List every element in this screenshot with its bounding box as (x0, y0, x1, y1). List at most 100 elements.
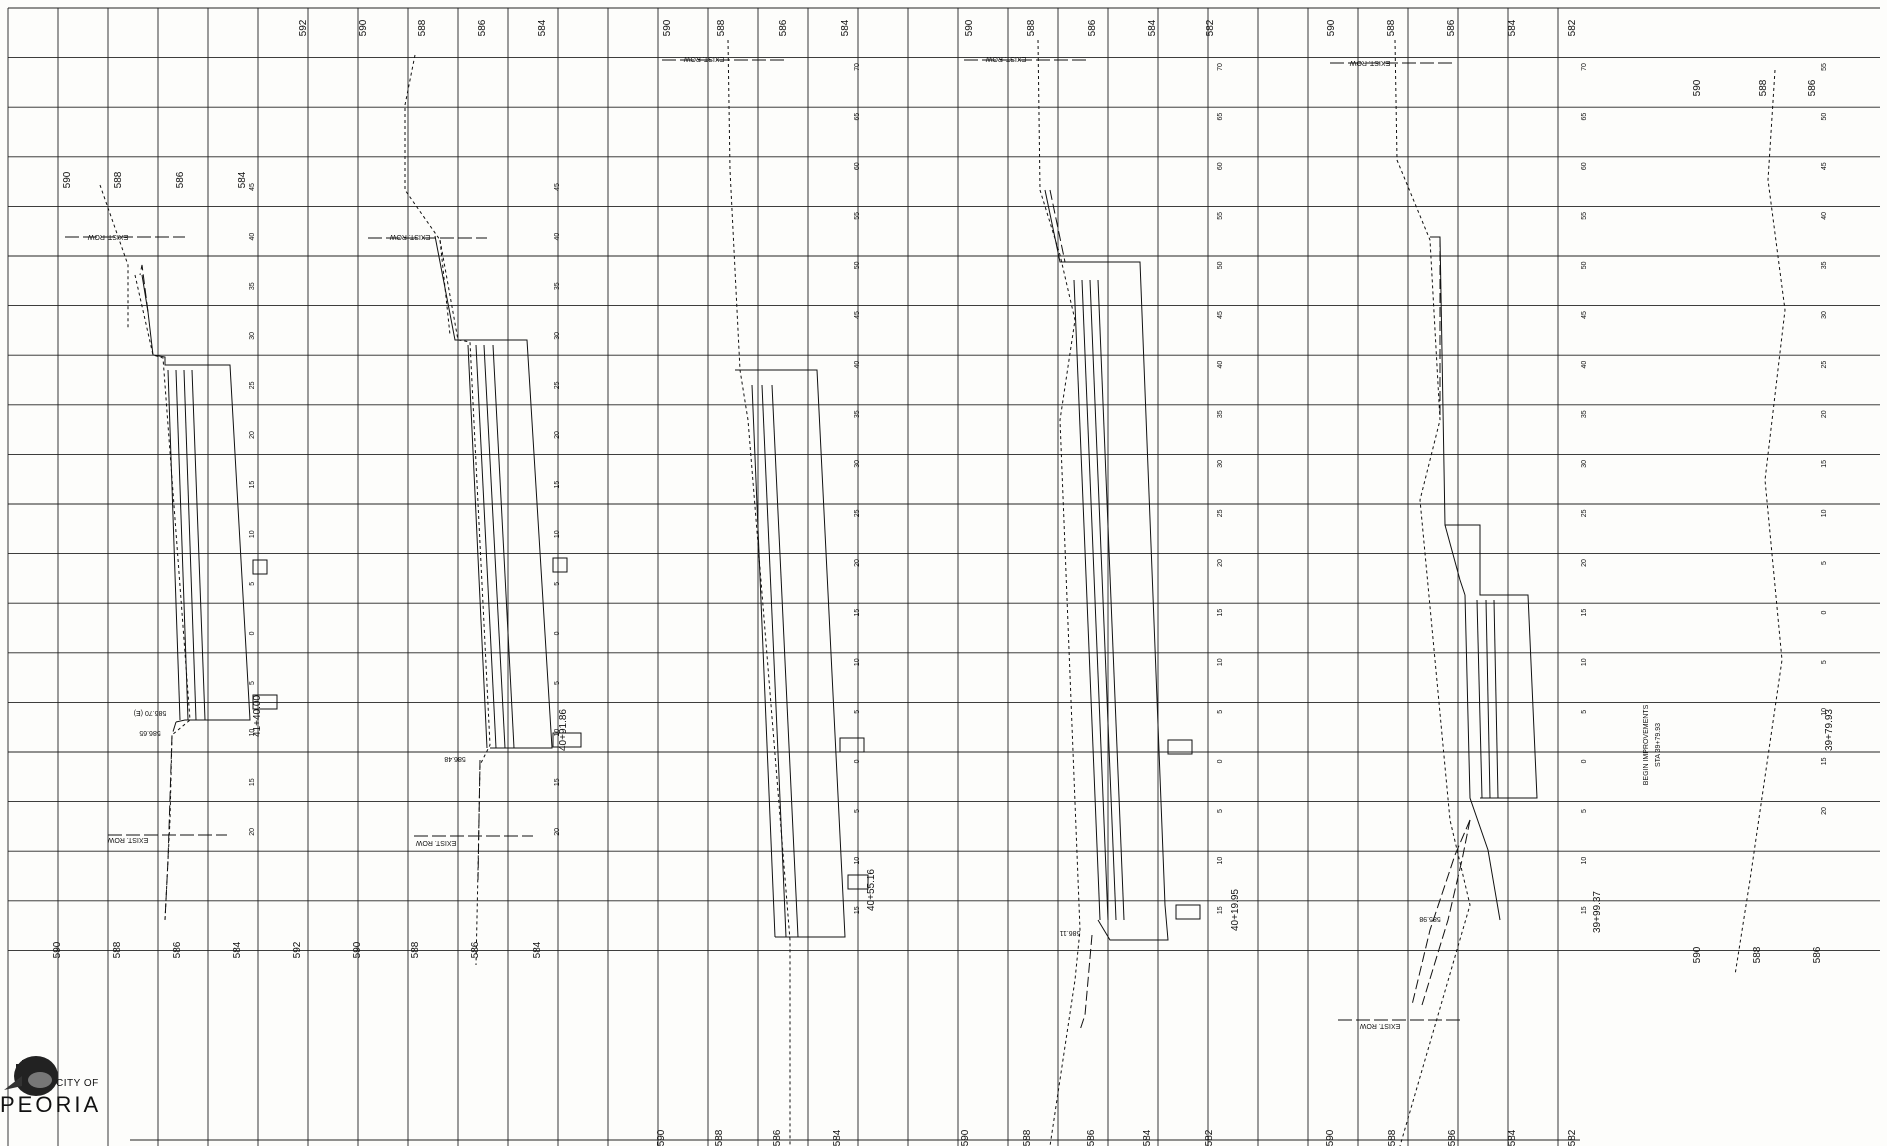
pavement-layer-line (183, 369, 197, 721)
offset-label: 15 (854, 609, 861, 617)
station-label: 40+19.95 (1230, 889, 1241, 931)
offset-label: 50 (1821, 113, 1828, 121)
peoria-seal-icon (4, 1056, 58, 1096)
pavement-layer-line (771, 384, 799, 938)
offset-label: 15 (249, 778, 256, 786)
offset-label: 30 (854, 460, 861, 468)
offset-label: 0 (1581, 759, 1588, 763)
proposed-grade-line (139, 264, 149, 313)
existing-ground-line (1037, 39, 1081, 1146)
offset-label: 20 (1821, 410, 1828, 418)
pavement-layer-line (167, 369, 181, 721)
top-elevation-label: 590 (964, 19, 975, 36)
existing-ground-line (1394, 39, 1471, 1146)
top-elevation-label: 588 (1386, 19, 1397, 36)
top-elevation-label: 588 (417, 19, 428, 36)
top-elevation-label: 586 (477, 19, 488, 36)
proposed-section-outline (1464, 594, 1501, 921)
offset-label: 20 (1217, 559, 1224, 567)
offset-label: 15 (1821, 757, 1828, 765)
proposed-grade-line (1079, 934, 1093, 1031)
row-label: BEGIN IMPROVEMENTS (1643, 704, 1650, 785)
bottom-elevation-label: 584 (832, 1129, 843, 1146)
section-geometry (99, 39, 1786, 1146)
spot-elevation-label: 586.70 (E) (134, 709, 167, 716)
offset-label: 0 (1217, 759, 1224, 763)
bottom-elevation-label: 590 (960, 1129, 971, 1146)
proposed-section-outline (735, 369, 846, 938)
bottom-elevation-label: 588 (1387, 1129, 1398, 1146)
bottom-elevation-label: 590 (1692, 946, 1703, 963)
offset-label: 5 (854, 710, 861, 714)
offset-label: 40 (249, 233, 256, 241)
offset-label: 45 (854, 311, 861, 319)
bottom-elevation-label: 590 (352, 941, 363, 958)
bottom-elevation-label: 586 (1447, 1129, 1458, 1146)
bottom-elevation-label: 588 (112, 941, 123, 958)
station-label: 41+40.00 (252, 695, 263, 737)
offset-label: 70 (854, 63, 861, 71)
proposed-grade-line (1421, 819, 1471, 1006)
offset-label: 10 (249, 729, 256, 737)
offset-label: 35 (854, 410, 861, 418)
bottom-elevation-label: 586 (172, 941, 183, 958)
station-label: 39+99.37 (1592, 891, 1603, 933)
panels: 590 588 586 584 590 588 586 584 45 40 35 30 25 20 15 10… (52, 19, 1835, 1146)
bottom-elevation-label: 584 (1142, 1129, 1153, 1146)
offset-label: 65 (1217, 113, 1224, 121)
offset-label: 65 (854, 113, 861, 121)
offset-label: 70 (1581, 63, 1588, 71)
offset-label: 25 (1217, 509, 1224, 517)
offset-label: 60 (1581, 162, 1588, 170)
offset-label: 10 (1581, 658, 1588, 666)
row-label: EXIST. ROW (985, 55, 1026, 62)
structure-symbol (1167, 739, 1193, 755)
offset-label: 40 (1217, 361, 1224, 369)
offset-label: 20 (249, 431, 256, 439)
offset-label: 10 (1581, 857, 1588, 865)
offset-label: 20 (1821, 807, 1828, 815)
offset-label: 50 (1217, 261, 1224, 269)
pavement-layer-line (1097, 279, 1125, 921)
offset-label: 40 (854, 361, 861, 369)
offset-label: 15 (249, 481, 256, 489)
offset-label: 5 (1821, 561, 1828, 565)
offset-label: 60 (1217, 162, 1224, 170)
offset-label: 5 (1581, 809, 1588, 813)
pavement-layer-line (1081, 279, 1109, 921)
offset-label: 10 (854, 857, 861, 865)
offset-label: 45 (1581, 311, 1588, 319)
station-label: 40+55.16 (866, 869, 877, 911)
offset-label: 70 (1217, 63, 1224, 71)
offset-label: 30 (1217, 460, 1224, 468)
bottom-elevation-label: 592 (292, 941, 303, 958)
existing-ground-line (404, 54, 451, 336)
offset-label: 65 (1581, 113, 1588, 121)
structure-symbol (1175, 904, 1201, 920)
row-label: EXIST. ROW (415, 839, 456, 846)
offset-label: 30 (1581, 460, 1588, 468)
offset-label: 5 (249, 582, 256, 586)
offset-label: 55 (1581, 212, 1588, 220)
structure-symbol (552, 557, 568, 573)
offset-label: 5 (554, 582, 561, 586)
bottom-elevation-label: 584 (1507, 1129, 1518, 1146)
offset-label: 15 (1581, 609, 1588, 617)
proposed-grade-line (1411, 819, 1471, 1006)
pavement-layer-line (761, 384, 787, 938)
offset-label: 35 (554, 282, 561, 290)
offset-label: 35 (1217, 410, 1224, 418)
offset-label: 45 (554, 183, 561, 191)
bottom-elevation-label: 586 (1812, 946, 1823, 963)
top-elevation-label: 586 (1087, 19, 1098, 36)
offset-label: 5 (554, 681, 561, 685)
spot-elevation-label: 586.48 (444, 755, 466, 762)
top-elevation-label: 588 (1758, 79, 1769, 96)
offset-label: 20 (854, 559, 861, 567)
station-label: 40+91.86 (558, 709, 569, 751)
pavement-layer-line (191, 369, 206, 721)
offset-label: 55 (854, 212, 861, 220)
pavement-layer-line (492, 344, 515, 749)
bottom-elevation-label: 588 (1752, 946, 1763, 963)
